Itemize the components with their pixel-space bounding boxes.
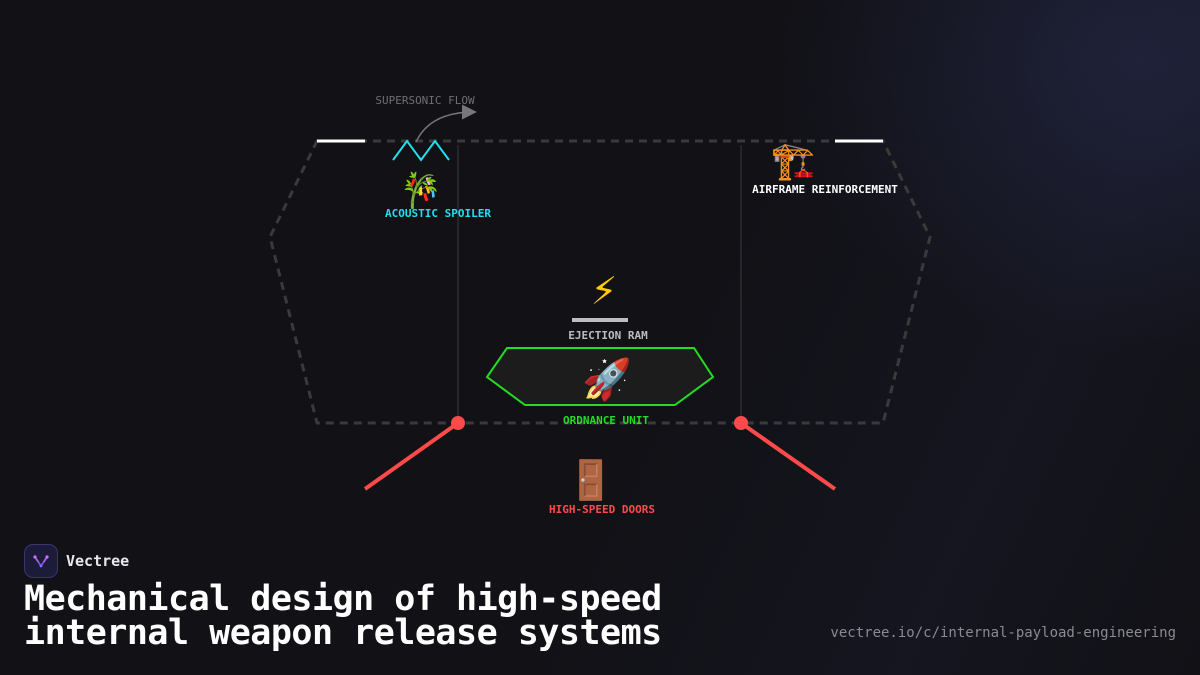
door-hinge-right: [734, 416, 748, 430]
vectree-logo-icon: [24, 544, 58, 578]
door-hinge-left: [451, 416, 465, 430]
lightning-icon: ⚡: [591, 269, 618, 313]
ordnance-label: ORDNANCE UNIT: [563, 414, 649, 427]
ejection-ram-label: EJECTION RAM: [568, 329, 648, 342]
brand[interactable]: Vectree: [24, 544, 129, 578]
brand-name: Vectree: [66, 552, 130, 570]
title-line-2: internal weapon release systems: [24, 613, 662, 653]
door-left: [363, 421, 460, 491]
source-url[interactable]: vectree.io/c/internal-payload-engineerin…: [830, 625, 1176, 641]
page-title: Mechanical design of high-speed internal…: [24, 579, 804, 653]
construction-crane-icon: 🏗️: [771, 141, 816, 182]
door-icon: 🚪: [567, 458, 614, 502]
rocket-icon: 🚀: [582, 356, 632, 403]
ordnance-unit-box: [485, 347, 715, 406]
spoiler-label: ACOUSTIC SPOILER: [385, 207, 491, 220]
flow-arrow: [415, 104, 477, 143]
title-line-1: Mechanical design of high-speed: [24, 579, 662, 619]
doors-label: HIGH-SPEED DOORS: [549, 503, 655, 516]
door-right: [739, 421, 837, 491]
spoiler-zigzag: [392, 139, 450, 162]
flow-label: SUPERSONIC FLOW: [375, 94, 475, 107]
reinforcement-label: AIRFRAME REINFORCEMENT: [752, 183, 898, 196]
bamboo-icon: 🎋: [400, 171, 442, 211]
